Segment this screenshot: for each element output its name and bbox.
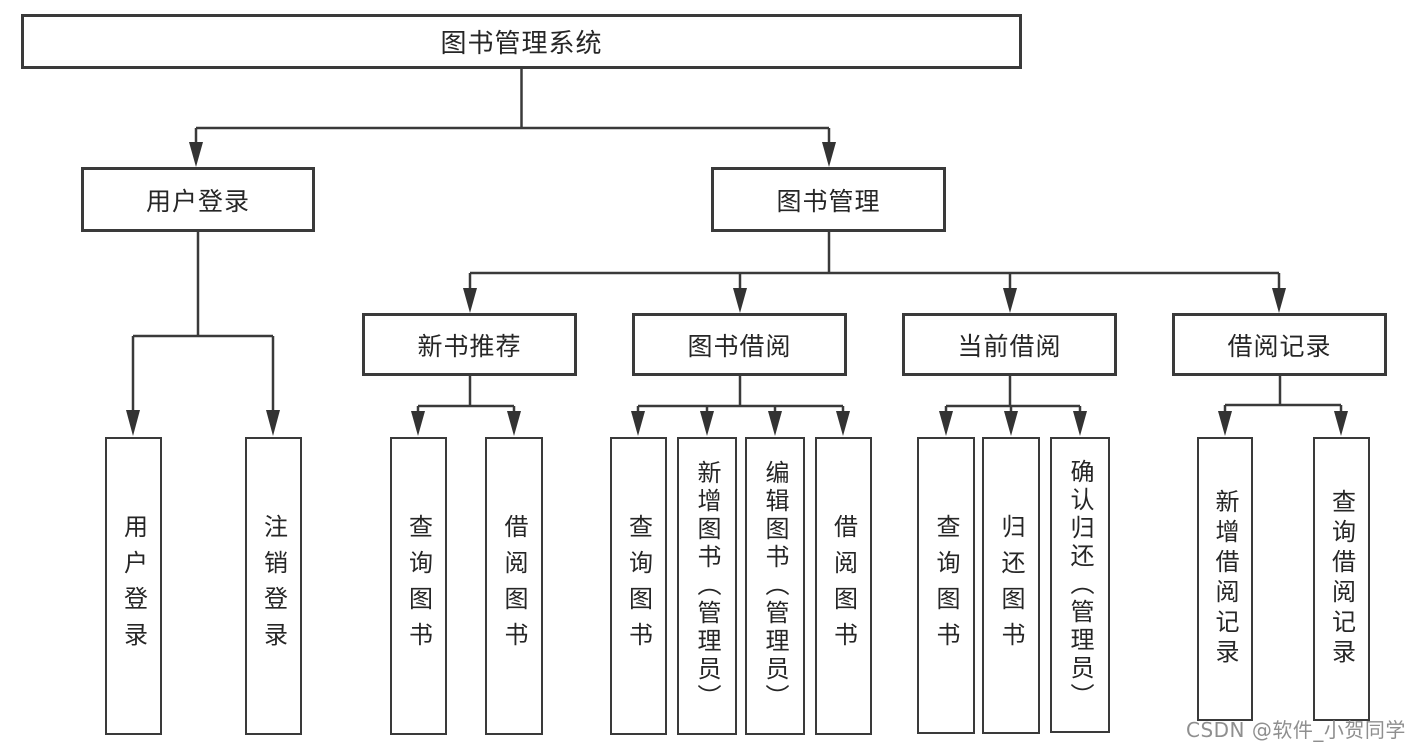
node-root-book-management-system: 图书管理系统 <box>21 14 1022 69</box>
leaf-confirm-return-admin: 确认归还（管理员） <box>1050 437 1110 733</box>
leaf-query-borrow-record: 查询借阅记录 <box>1313 437 1370 721</box>
connector-current-borrowing-branch <box>939 376 1087 436</box>
leaf-add-books-admin: 新增图书（管理员） <box>677 437 737 735</box>
leaf-user-login: 用户登录 <box>105 437 162 735</box>
node-current-borrowing: 当前借阅 <box>902 313 1117 376</box>
leaf-query-books-current: 查询图书 <box>917 437 975 734</box>
node-borrowing-records: 借阅记录 <box>1172 313 1387 376</box>
connector-borrowing-records-branch <box>1218 376 1348 436</box>
connector-new-book-recommend-branch <box>411 376 521 436</box>
node-new-book-recommend: 新书推荐 <box>362 313 577 376</box>
connector-book-borrowing-branch <box>631 376 850 436</box>
leaf-query-books-recommend: 查询图书 <box>390 437 447 735</box>
leaf-logout: 注销登录 <box>245 437 302 735</box>
csdn-watermark: CSDN @软件_小贺同学 <box>1186 718 1405 742</box>
connector-user-login-branch <box>126 232 280 436</box>
node-book-borrowing: 图书借阅 <box>632 313 847 376</box>
leaf-borrow-books-recommend: 借阅图书 <box>485 437 543 735</box>
leaf-edit-books-admin: 编辑图书（管理员） <box>745 437 805 735</box>
connector-book-management-branch <box>463 232 1286 313</box>
leaf-borrow-books: 借阅图书 <box>815 437 872 735</box>
leaf-add-borrow-record: 新增借阅记录 <box>1197 437 1253 721</box>
node-book-management: 图书管理 <box>711 167 946 232</box>
leaf-query-books-borrowing: 查询图书 <box>610 437 667 735</box>
leaf-return-books: 归还图书 <box>982 437 1040 734</box>
connector-root-to-level2 <box>189 69 836 167</box>
node-user-login: 用户登录 <box>81 167 315 232</box>
